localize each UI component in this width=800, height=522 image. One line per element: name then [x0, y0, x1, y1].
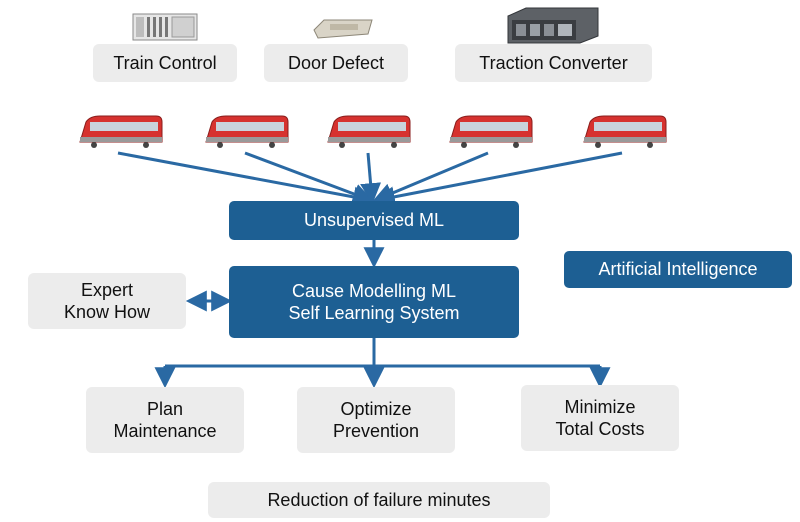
- optimize-line1: Optimize: [340, 398, 412, 419]
- minimize-total-costs-box: Minimize Total Costs: [521, 385, 679, 451]
- plan-maintenance-box: Plan Maintenance: [86, 387, 244, 453]
- train-4-arrow: [372, 151, 489, 204]
- train-5-arrow: [373, 151, 623, 208]
- artificial-intelligence-box: Artificial Intelligence: [564, 251, 792, 288]
- tram-icon: [327, 115, 411, 148]
- door-controller-icon: [313, 19, 373, 39]
- train-2-arrow: [244, 151, 374, 204]
- expert-line2: Know How: [63, 302, 151, 322]
- train-control-label: Train Control: [93, 44, 237, 82]
- optimize-prevention-box: Optimize Prevention: [297, 387, 455, 453]
- optimize-line2: Prevention: [332, 421, 420, 441]
- plan-line1: Plan: [146, 398, 184, 419]
- cause-to-outcomes-stem: [165, 338, 600, 368]
- expert-line1: Expert: [80, 279, 134, 300]
- cause-modelling-line1: Cause Modelling ML: [291, 280, 457, 301]
- minimize-line2: Total Costs: [555, 419, 645, 439]
- tram-icon: [79, 115, 163, 148]
- expert-know-how-box: Expert Know How: [28, 273, 186, 329]
- train-1-arrow: [117, 151, 375, 208]
- traction-converter-label: Traction Converter: [455, 44, 652, 82]
- plan-line2: Maintenance: [113, 421, 217, 441]
- unsupervised-ml-box: Unsupervised ML: [229, 201, 519, 240]
- cause-modelling-line2: Self Learning System: [288, 303, 460, 323]
- tram-icon: [449, 115, 533, 148]
- rack-controller-icon: [132, 13, 198, 41]
- minimize-line1: Minimize: [564, 396, 636, 417]
- train-3-arrow: [360, 152, 382, 205]
- tram-icon: [583, 115, 667, 148]
- reduction-of-failure-minutes-box: Reduction of failure minutes: [208, 482, 550, 518]
- cause-modelling-box: Cause Modelling ML Self Learning System: [229, 266, 519, 338]
- tram-icon: [205, 115, 289, 148]
- converter-cabinet-icon: [507, 7, 599, 44]
- door-defect-label: Door Defect: [264, 44, 408, 82]
